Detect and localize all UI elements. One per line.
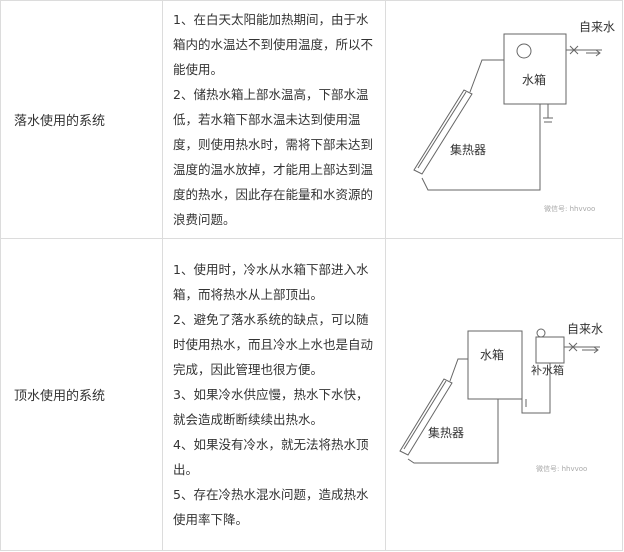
diagram-cell: 自来水 水箱 补水箱 集热器 微信号: hhvvoo — [385, 238, 623, 551]
table-row: 落水使用的系统 1、在白天太阳能加热期间，由于水箱内的水温达不到使用温度，所以不… — [0, 0, 623, 239]
tank-label: 水箱 — [522, 72, 546, 87]
system-name: 顶水使用的系统 — [0, 238, 163, 551]
tank-circle — [516, 43, 532, 58]
drop-water-system-diagram: 自来水 水箱 集热器 微信号: hhvvoo — [413, 20, 615, 213]
diagram-cell: 自来水 水箱 集热器 微信号: hhvvoo — [385, 0, 623, 239]
tap-water-label: 自来水 — [567, 322, 603, 336]
system-description: 1、使用时，冷水从水箱下部进入水箱，而将热水从上部顶出。 2、避免了落水系统的缺… — [162, 238, 386, 551]
tank-shape — [467, 330, 523, 399]
top-water-system-diagram: 自来水 水箱 补水箱 集热器 微信号: hhvvoo — [399, 322, 603, 473]
list-item: 5、存在冷热水混水问题，造成热水使用率下降。 — [173, 487, 369, 527]
list-item: 1、使用时，冷水从水箱下部进入水箱，而将热水从上部顶出。 — [173, 262, 369, 302]
makeup-tank-label: 补水箱 — [531, 363, 564, 377]
system-name: 落水使用的系统 — [0, 0, 163, 239]
system-description: 1、在白天太阳能加热期间，由于水箱内的水温达不到使用温度，所以不能使用。 2、储… — [162, 0, 386, 239]
table-row: 顶水使用的系统 1、使用时，冷水从水箱下部进入水箱，而将热水从上部顶出。 2、避… — [0, 238, 623, 551]
watermark: 微信号: hhvvoo — [536, 464, 587, 473]
makeup-tank-shape — [535, 336, 565, 363]
list-item: 1、在白天太阳能加热期间，由于水箱内的水温达不到使用温度，所以不能使用。 — [173, 12, 374, 77]
list-item: 2、储热水箱上部水温高，下部水温低，若水箱下部水温未达到使用温度，则使用热水时，… — [173, 87, 374, 227]
tap-water-label: 自来水 — [579, 20, 615, 34]
tank-shape — [503, 33, 567, 104]
list-item: 2、避免了落水系统的缺点，可以随时使用热水，而且冷水上水也是自动完成，因此管理也… — [173, 312, 374, 377]
collector-shape — [399, 377, 453, 456]
collector-label: 集热器 — [428, 425, 464, 440]
list-item: 3、如果冷水供应慢，热水下水快，就会造成断断续续出热水。 — [173, 387, 369, 427]
tank-label: 水箱 — [480, 347, 504, 362]
watermark: 微信号: hhvvoo — [544, 204, 595, 213]
list-item: 4、如果没有冷水，就无法将热水顶出。 — [173, 437, 369, 477]
collector-label: 集热器 — [450, 142, 486, 157]
collector-shape — [413, 88, 473, 175]
